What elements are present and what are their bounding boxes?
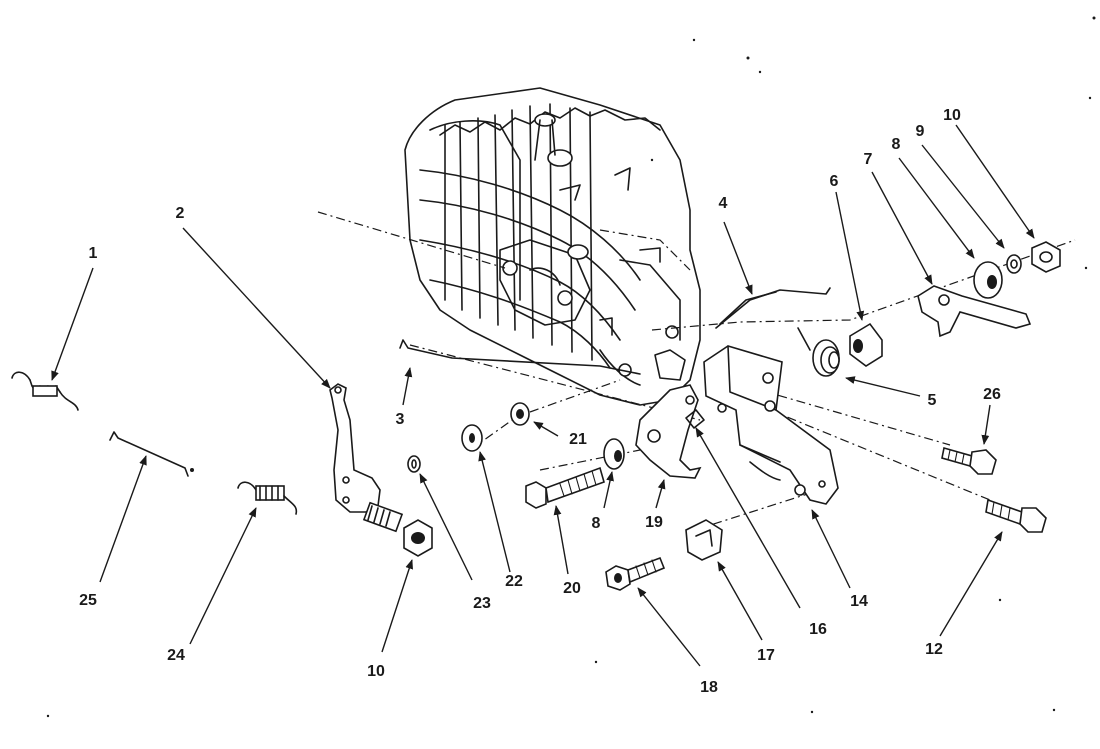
part-19-bracket	[635, 384, 702, 479]
part-9-lockwasher	[1006, 254, 1022, 274]
part-7-lever-arm	[917, 285, 1032, 338]
part-18-screw	[605, 556, 666, 591]
label-part-14: 14	[850, 593, 868, 610]
label-part-4: 4	[718, 195, 728, 212]
part-22-washer	[461, 424, 483, 452]
label-part-21: 21	[569, 431, 587, 448]
part-23-washer	[407, 455, 421, 473]
part-24-spring	[237, 481, 298, 515]
label-part-24: 24	[167, 647, 185, 664]
part-10-nut-lower	[403, 519, 433, 557]
label-part-18: 18	[700, 679, 718, 696]
label-part-6: 6	[829, 173, 839, 190]
part-8-washer-lower	[603, 438, 625, 470]
label-part-8-upper: 8	[891, 136, 901, 153]
part-17-clip	[685, 519, 723, 561]
label-part-5: 5	[927, 392, 937, 409]
part-12-bolt	[985, 498, 1047, 533]
label-part-20: 20	[563, 580, 581, 597]
label-part-22: 22	[505, 573, 523, 590]
part-10-nut-upper	[1031, 241, 1061, 273]
engine-cylinder-block	[404, 87, 701, 406]
label-part-10-upper: 10	[943, 107, 961, 124]
part-21-bushing	[510, 402, 530, 426]
centerlines	[317, 211, 1076, 531]
part-14-mounting-bracket	[703, 345, 839, 505]
label-part-23: 23	[473, 595, 491, 612]
part-2-governor-lever	[329, 383, 404, 533]
label-part-2: 2	[175, 205, 185, 222]
label-part-26: 26	[983, 386, 1001, 403]
label-part-3: 3	[395, 411, 405, 428]
label-part-19: 19	[645, 514, 663, 531]
label-part-9: 9	[915, 123, 925, 140]
label-part-8-lower: 8	[591, 515, 601, 532]
label-part-17: 17	[757, 647, 775, 664]
part-6-bushing	[849, 322, 883, 367]
part-16-clip	[685, 409, 705, 429]
label-part-16: 16	[809, 621, 827, 638]
part-3-link-rod	[399, 339, 641, 375]
part-1-spring	[11, 371, 79, 411]
part-8-washer-upper	[973, 261, 1003, 299]
label-part-10-lower: 10	[367, 663, 385, 680]
label-part-12: 12	[925, 641, 943, 658]
label-part-1: 1	[88, 245, 98, 262]
leader-lines	[51, 124, 1035, 667]
label-part-25: 25	[79, 592, 97, 609]
label-part-7: 7	[863, 151, 873, 168]
part-4-choke-link	[715, 287, 831, 329]
part-20-bolt	[525, 466, 605, 509]
part-25-link-rod	[109, 431, 194, 477]
part-26-bolt	[941, 446, 997, 475]
part-5-spring	[797, 327, 840, 377]
print-specks	[46, 16, 1096, 718]
